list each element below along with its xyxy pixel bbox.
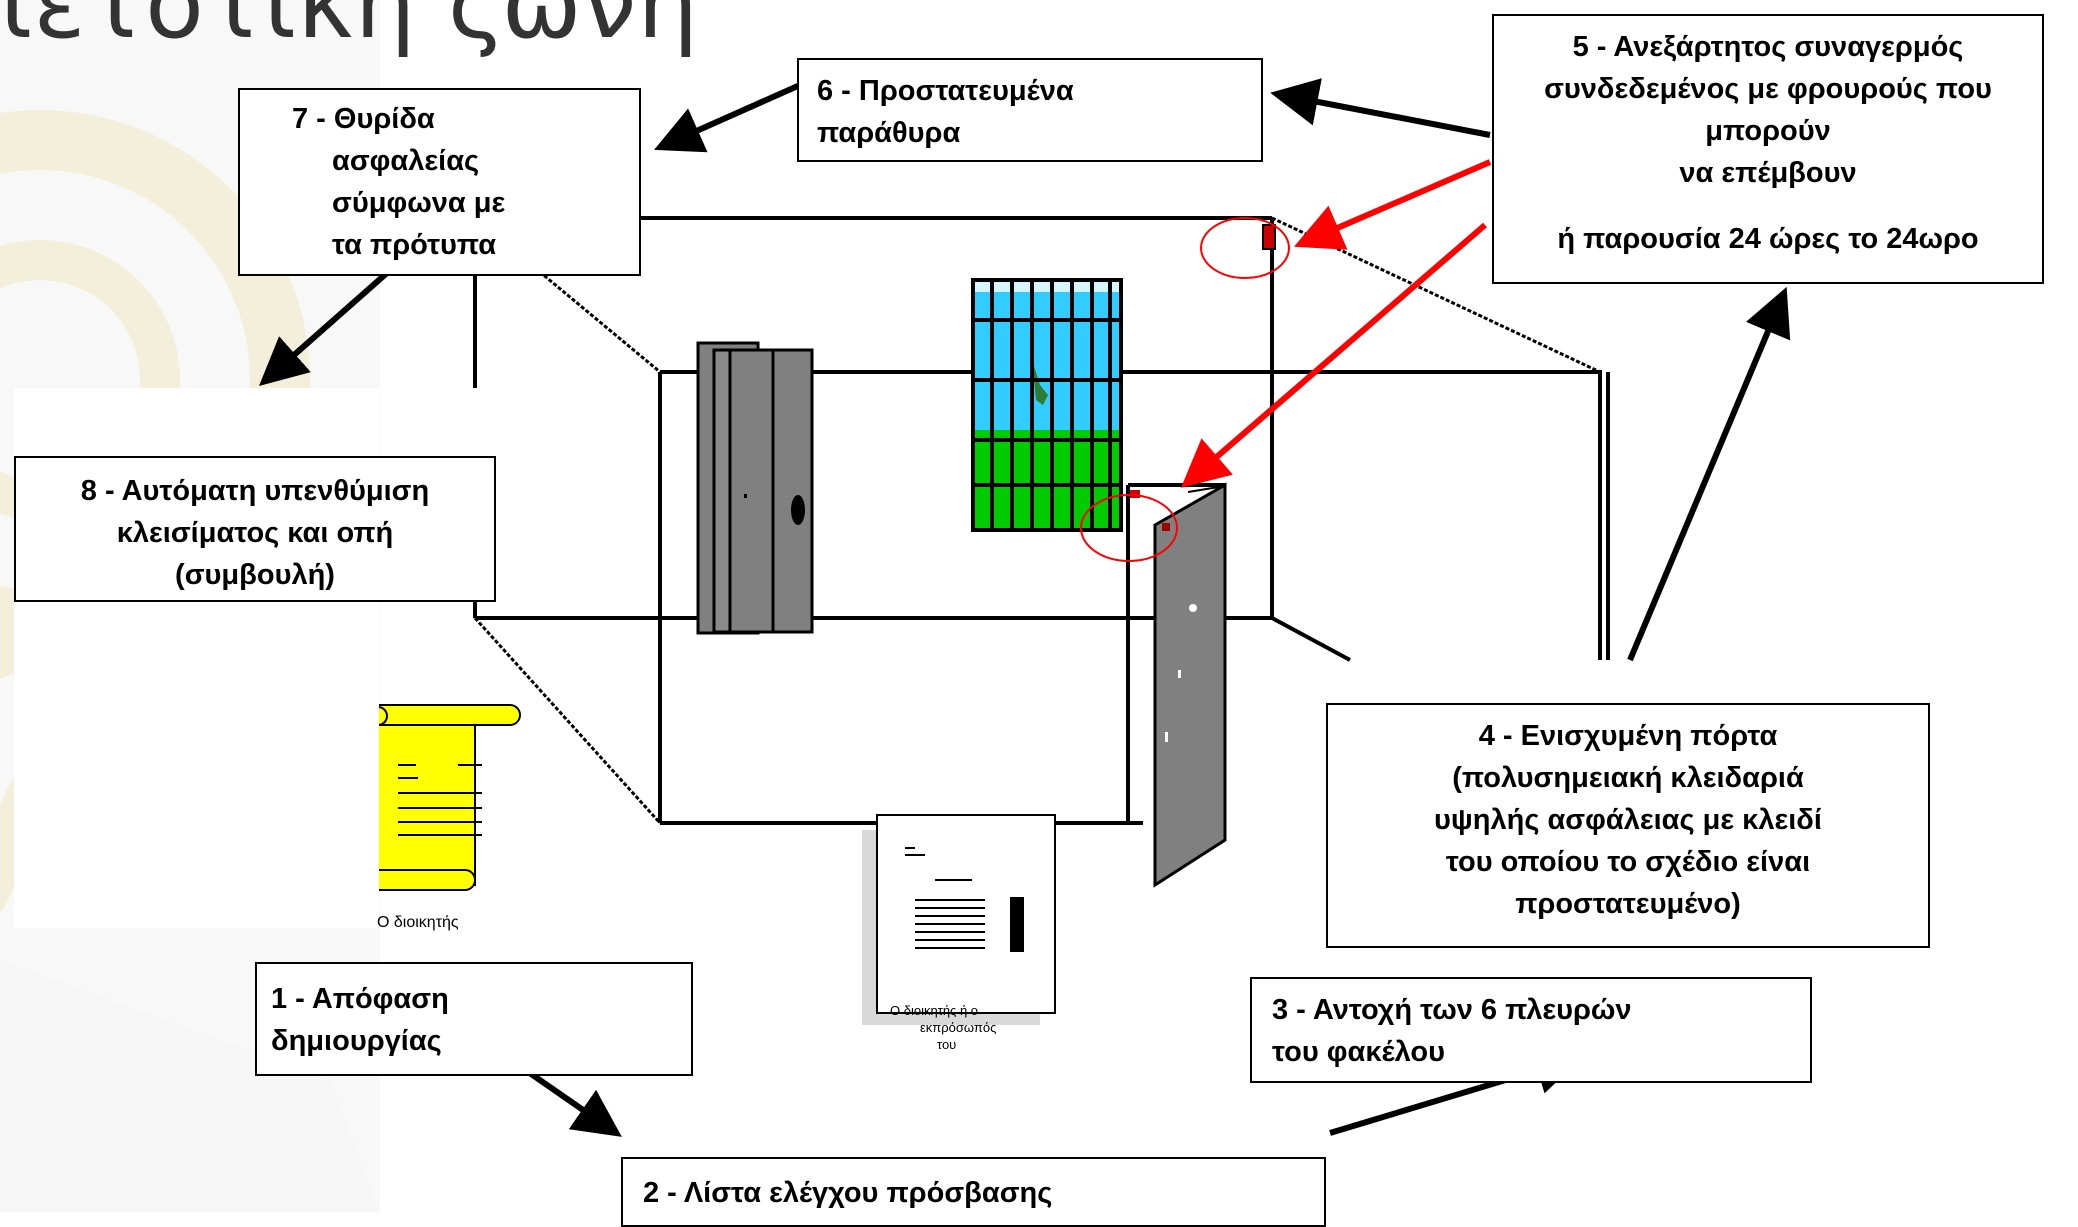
box4-line3: υψηλής ασφάλειας με κλειδί [1434, 804, 1822, 837]
box5-line3: μπορούν [1705, 115, 1831, 148]
box5-line1: 5 - Ανεξάρτητος συναγερμός [1572, 31, 1964, 63]
alarm-arrows [1180, 159, 1492, 488]
label-box-3-six-sides-resistance: 3 - Αντοχή των 6 πλευρών του φακέλου [1250, 977, 1812, 1083]
box1-line2: δημιουργίας [271, 1025, 442, 1058]
box7-line1: 7 - Θυρίδα [292, 103, 435, 135]
safe-cabinet [696, 341, 814, 635]
box1-line1: 1 - Απόφαση [271, 983, 449, 1015]
label-box-5-alarm: 5 - Ανεξάρτητος συναγερμός συνδεδεμένος … [1492, 14, 2044, 284]
document-caption-line2: εκπρόσωπός [920, 1020, 997, 1035]
box6-line1: 6 - Προστατευμένα [817, 75, 1074, 107]
door-sensor-circle [1080, 494, 1178, 562]
box3-line1: 3 - Αντοχή των 6 πλευρών [1272, 994, 1632, 1026]
access-document [862, 814, 1056, 1025]
box4-line1: 4 - Ενισχυμένη πόρτα [1478, 720, 1778, 752]
box5-line4: να επέμβουν [1679, 157, 1857, 190]
label-box-1-creation-decision: 1 - Απόφαση δημιουργίας [255, 962, 693, 1076]
box3-line2: του φακέλου [1272, 1036, 1445, 1069]
box7-line4: τα πρότυπα [332, 229, 497, 262]
box6-line2: παράθυρα [817, 117, 961, 150]
document-caption-line1: Ο διοικητής ή ο [890, 1003, 979, 1018]
box8-line1: 8 - Αυτόματη υπενθύμιση [80, 475, 430, 507]
box4-line4: του οποίου το σχέδιο είναι [1445, 846, 1811, 879]
box5-line5: ή παρουσία 24 ώρες το 24ωρο [1557, 223, 1979, 256]
box8-line3: (συμβουλή) [175, 559, 335, 592]
alarm-sensor-circle [1200, 217, 1290, 279]
alarm-sensor [1262, 224, 1276, 250]
box5-line2: συνδεδεμένος με φρουρούς που [1544, 73, 1992, 106]
label-box-7-safety-hatch: 7 - Θυρίδα ασφαλείας σύμφωνα με τα πρότυ… [238, 88, 641, 276]
reinforced-door [1130, 482, 1227, 888]
box8-line2: κλεισίματος και οπή [116, 517, 394, 550]
box7-line3: σύμφωνα με [332, 187, 506, 220]
box4-line2: (πολυσημειακή κλειδαριά [1452, 762, 1804, 795]
box2-line1: 2 - Λίστα ελέγχου πρόσβασης [643, 1177, 1053, 1209]
barred-window [971, 278, 1123, 532]
slide-title: ιετοτικη ζωνη [0, 0, 700, 60]
label-box-6-protected-windows: 6 - Προστατευμένα παράθυρα [797, 58, 1263, 162]
label-box-4-reinforced-door: 4 - Ενισχυμένη πόρτα (πολυσημειακή κλειδ… [1326, 703, 1930, 948]
box4-line5: προστατευμένο) [1515, 888, 1741, 921]
label-box-8-auto-reminder: 8 - Αυτόματη υπενθύμιση κλεισίματος και … [14, 456, 496, 602]
label-box-2-access-list: 2 - Λίστα ελέγχου πρόσβασης [621, 1157, 1326, 1227]
document-caption-line3: του [937, 1037, 957, 1052]
scroll-caption: Ο διοικητής [377, 914, 459, 931]
box7-line2: ασφαλείας [332, 145, 480, 178]
